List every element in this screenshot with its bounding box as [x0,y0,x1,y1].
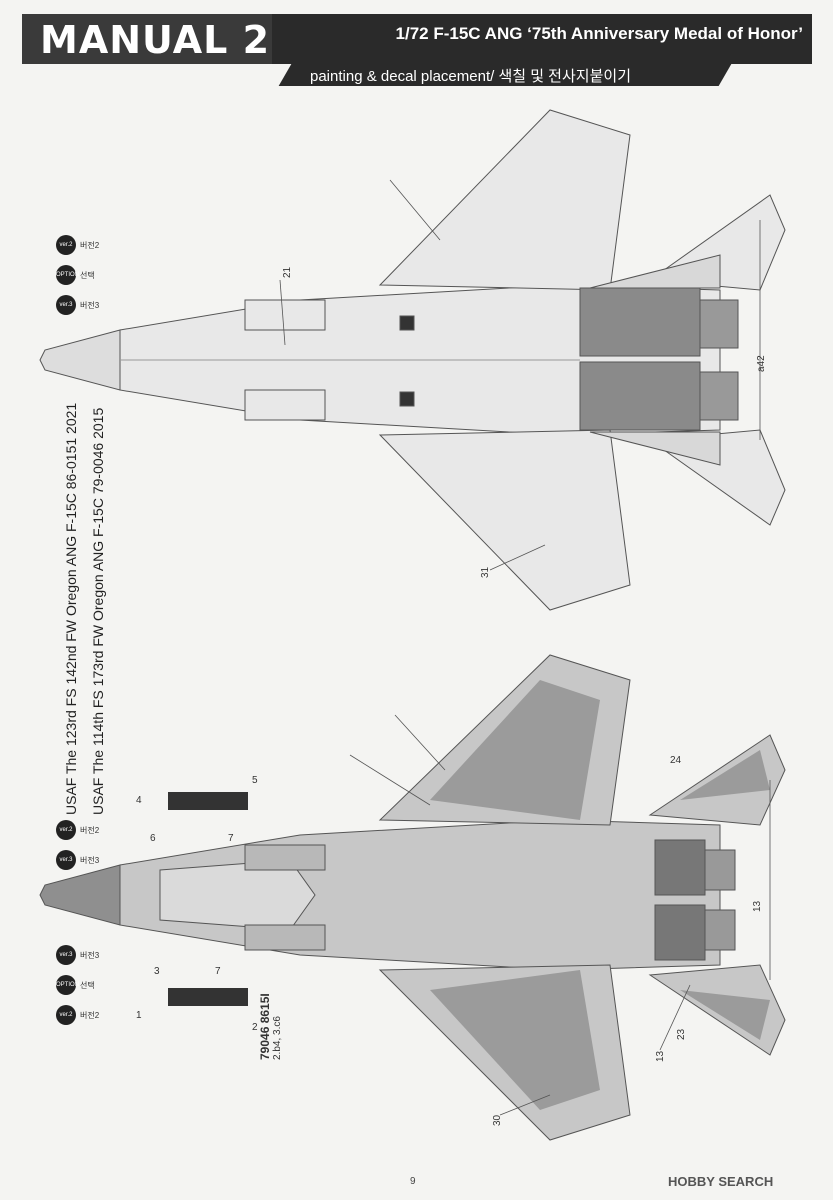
page-number: 9 [410,1176,416,1187]
decal-4: 4 [136,795,142,806]
top-aircraft [39,109,786,611]
header-tab [22,14,272,64]
decal-2: 2 [252,1022,258,1033]
version3-caption: USAF The 114th FS 173rd FW Oregon ANG F-… [90,407,106,815]
decal-30: 30 [492,1114,503,1126]
badge-option-top: OPTION [56,265,79,285]
decal-21: 21 [282,266,293,278]
decal-3: 3 [154,966,160,977]
label-option-bottom: 선택 [80,981,95,990]
bottom-aircraft [39,654,786,1141]
decal-31: 31 [480,566,491,578]
label-option-top: 선택 [80,271,95,280]
model-title: 1/72 F-15C ANG ‘75th Anniversary Medal o… [395,24,803,43]
serial-decals: 2.b4, 3.c6 [272,1016,283,1060]
decal-swatch-top [168,792,248,810]
badge-ver2-top: ver.2 [56,235,76,255]
decal-swatch-bottom [168,988,248,1006]
decal-13-bottom: 13 [655,1050,666,1062]
decal-7-bottom: 7 [215,966,221,977]
decal-13-right: 13 [752,900,763,912]
decal-1: 1 [136,1010,142,1021]
serial-number: 79046 8615I [258,993,272,1060]
decal-6: 6 [150,833,156,844]
label-ver2-bottom: 버전2 [80,1011,100,1020]
label-ver3-mid: 버전3 [80,856,100,865]
badge-ver2-mid: ver.2 [56,820,76,840]
decal-7-top: 7 [228,833,234,844]
badge-ver3-bottom: ver.3 [56,945,76,965]
label-ver2-mid: 버전2 [80,826,100,835]
manual-header [22,14,812,64]
label-ver3-bottom: 버전3 [80,951,100,960]
manual-title: MANUAL 2 [40,18,271,62]
version2-caption: USAF The 123rd FS 142nd FW Oregon ANG F-… [63,402,79,815]
decal-a42: a42 [756,355,767,372]
badge-option-bottom: OPTION [56,975,79,995]
subtitle: painting & decal placement/ 색칠 및 전사지붙이기 [310,68,631,85]
badge-ver3-mid: ver.3 [56,850,76,870]
decal-24: 24 [670,755,682,766]
label-ver3-top: 버전3 [80,301,100,310]
decal-23: 23 [676,1028,687,1040]
badge-ver2-bottom: ver.2 [56,1005,76,1025]
leader-lines [279,179,771,1116]
decal-5: 5 [252,775,258,786]
watermark: HOBBY SEARCH [668,1174,774,1189]
label-ver2-top: 버전2 [80,241,100,250]
badge-ver3-top: ver.3 [56,295,76,315]
